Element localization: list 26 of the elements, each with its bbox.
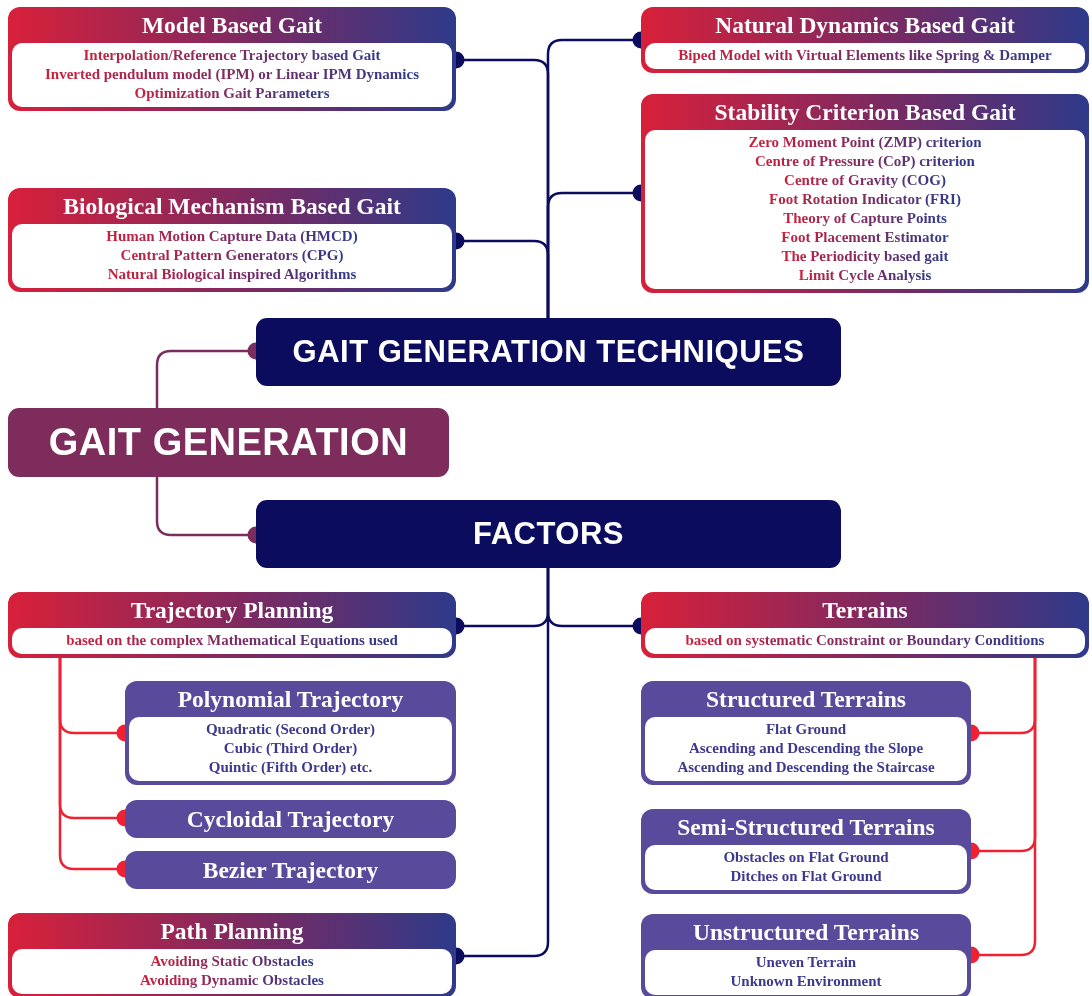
list-item-text: Obstacles on Flat Ground [723,848,889,867]
card-title: Natural Dynamics Based Gait [714,11,1016,40]
card-title: Structured Terrains [705,685,907,714]
list-item-text: Quadratic (Second Order) [205,720,376,739]
list-item-text: Uneven Terrain [755,953,857,972]
card-title: Stability Criterion Based Gait [713,98,1017,127]
card-title: Biological Mechanism Based Gait [62,192,402,221]
list-item-text: Quintic (Fifth Order) etc. [208,758,373,777]
card-title: Path Planning [159,917,305,946]
topic-box: GAIT GENERATION TECHNIQUES [256,318,841,386]
card-title: Model Based Gait [140,11,324,40]
topic-box: FACTORS [256,500,841,568]
card-title: Terrains [821,596,909,625]
list-item-text: Ascending and Descending the Slope [688,739,924,758]
list-item-text: Ditches on Flat Ground [730,867,882,886]
root-topic-box: GAIT GENERATION [8,408,449,477]
list-item-text: Flat Ground [765,720,847,739]
card-title: Semi-Structured Terrains [676,813,936,842]
card-title: Trajectory Planning [129,596,335,625]
card-title: Polynomial Trajectory [176,685,405,714]
card-title: Unstructured Terrains [691,918,921,947]
card-title: Cycloidal Trajectory [186,805,395,834]
list-item-text: Ascending and Descending the Staircase [677,758,935,777]
list-item-text: Unknown Environment [730,972,882,991]
list-item-text: Cubic (Third Order) [223,739,358,758]
card-title: Bezier Trajectory [202,856,379,885]
